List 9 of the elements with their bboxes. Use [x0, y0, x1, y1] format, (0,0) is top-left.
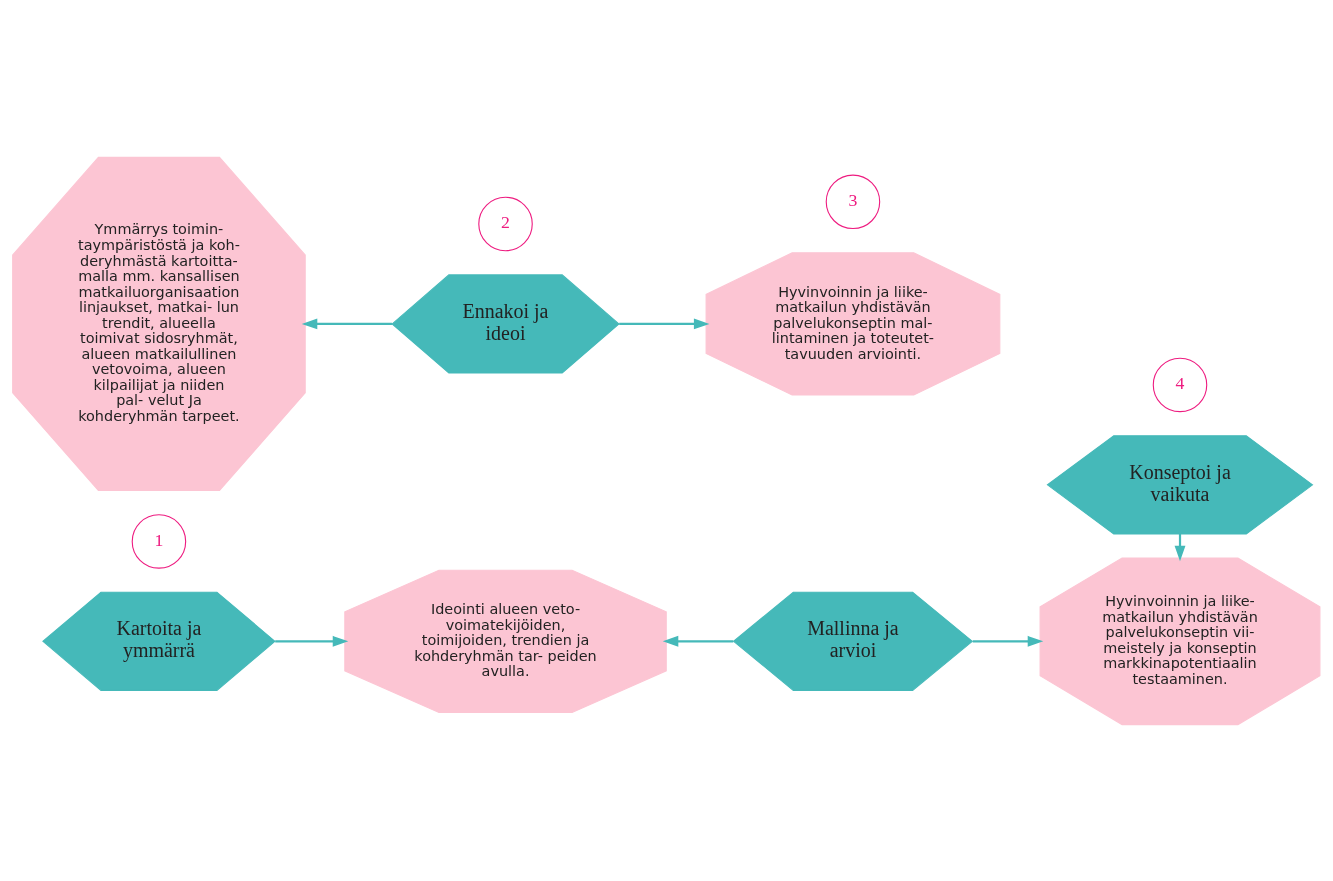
arrow	[972, 635, 1044, 647]
arrow	[619, 317, 710, 329]
node-circle: 4	[1152, 357, 1208, 412]
node-circle: 3	[825, 174, 881, 229]
arrow	[662, 635, 734, 647]
node-circle: 2	[478, 196, 533, 251]
arrow	[301, 317, 392, 329]
node-circle: 1	[131, 513, 187, 569]
arrow	[275, 635, 349, 647]
